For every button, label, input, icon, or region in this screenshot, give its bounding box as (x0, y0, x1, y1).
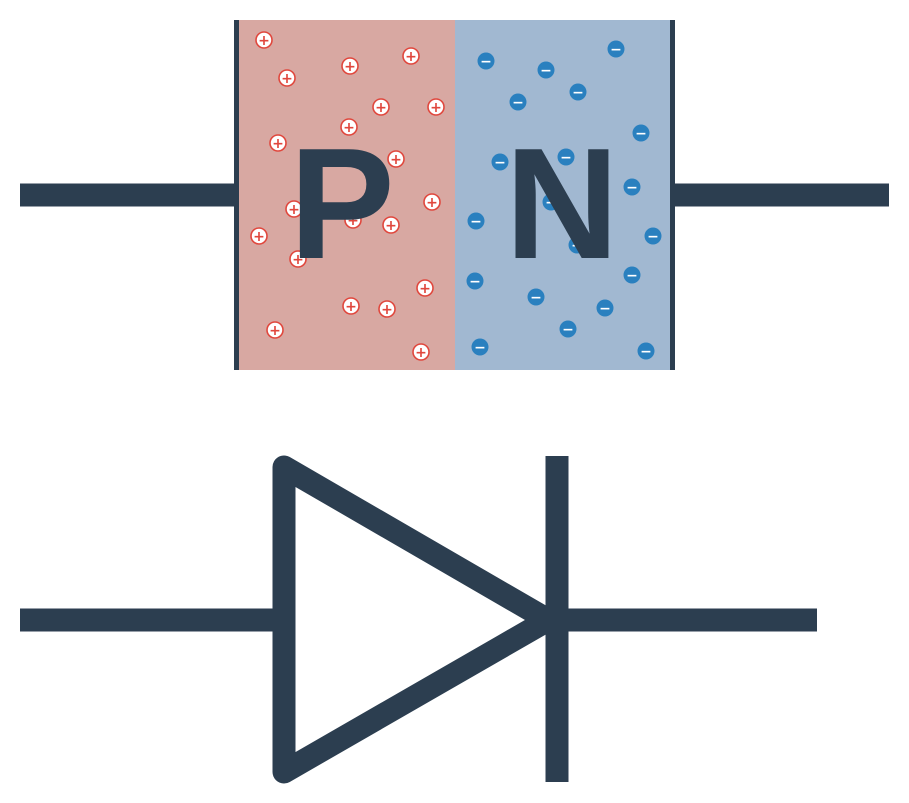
hole-carrier (285, 200, 303, 218)
hole-plus-sign: + (344, 59, 356, 75)
electron-minus-sign: − (512, 95, 524, 111)
electron-minus-sign: − (560, 150, 572, 166)
electron-carrier (477, 52, 495, 70)
hole-carrier (289, 250, 307, 268)
hole-carrier (250, 227, 268, 245)
hole-plus-sign: + (347, 213, 359, 229)
hole-plus-sign: + (253, 229, 265, 245)
electron-carrier (559, 320, 577, 338)
electron-carrier (623, 266, 641, 284)
hole-carrier (278, 69, 296, 87)
electron-carriers: −−−−−−−−−−−−−−−−−−−− (466, 40, 662, 360)
electron-minus-sign: − (640, 344, 652, 360)
hole-plus-sign: + (343, 120, 355, 136)
hole-plus-sign: + (426, 195, 438, 211)
electron-carrier (568, 236, 586, 254)
electron-minus-sign: − (545, 195, 557, 211)
electron-minus-sign: − (571, 238, 583, 254)
anode-triangle (272, 455, 560, 784)
hole-plus-sign: + (419, 281, 431, 297)
electron-minus-sign: − (647, 229, 659, 245)
hole-plus-sign: + (269, 323, 281, 339)
electron-minus-sign: − (470, 214, 482, 230)
hole-carrier (412, 343, 430, 361)
hole-carrier (342, 297, 360, 315)
pn-junction-block: ++++++++++++++++++++ −−−−−−−−−−−−−−−−−−−… (20, 20, 889, 370)
hole-plus-sign: + (375, 100, 387, 116)
electron-carrier (509, 93, 527, 111)
hole-carriers: + + + + + + + + + + + + + + + + + + + + (250, 31, 445, 361)
hole-carrier (344, 211, 362, 229)
electron-minus-sign: − (572, 85, 584, 101)
hole-plus-sign: + (258, 33, 270, 49)
hole-carrier (372, 98, 390, 116)
electron-carrier (491, 153, 509, 171)
electron-minus-sign: − (626, 268, 638, 284)
electron-minus-sign: − (469, 274, 481, 290)
electron-carrier (527, 288, 545, 306)
hole-carrier (387, 150, 405, 168)
electron-minus-sign: − (474, 340, 486, 356)
electron-carrier (467, 212, 485, 230)
hole-plus-sign: + (430, 100, 442, 116)
n-region-label: N (505, 116, 619, 292)
hole-plus-sign: + (415, 345, 427, 361)
electron-carrier (632, 124, 650, 142)
electron-minus-sign: − (626, 180, 638, 196)
hole-carrier (255, 31, 273, 49)
electron-minus-sign: − (494, 155, 506, 171)
hole-carrier (416, 279, 434, 297)
electron-carrier (623, 178, 641, 196)
hole-plus-sign: + (381, 302, 393, 318)
n-terminal-edge (670, 20, 675, 370)
hole-plus-sign: + (281, 71, 293, 87)
hole-plus-sign: + (288, 202, 300, 218)
p-region-label: P (289, 116, 394, 292)
electron-carrier (466, 272, 484, 290)
hole-carrier (402, 47, 420, 65)
electron-carrier (596, 299, 614, 317)
electron-minus-sign: − (635, 126, 647, 142)
electron-carrier (537, 61, 555, 79)
diode-symbol (20, 455, 817, 784)
electron-minus-sign: − (610, 42, 622, 58)
hole-carrier (266, 321, 284, 339)
electron-carrier (471, 338, 489, 356)
electron-carrier (569, 83, 587, 101)
electron-carrier (644, 227, 662, 245)
electron-minus-sign: − (480, 54, 492, 70)
hole-carrier (423, 193, 441, 211)
hole-carrier (378, 300, 396, 318)
hole-plus-sign: + (385, 218, 397, 234)
electron-carrier (542, 193, 560, 211)
hole-plus-sign: + (292, 252, 304, 268)
hole-plus-sign: + (390, 152, 402, 168)
hole-plus-sign: + (345, 299, 357, 315)
electron-carrier (637, 342, 655, 360)
electron-minus-sign: − (562, 322, 574, 338)
hole-carrier (341, 57, 359, 75)
electron-carrier (607, 40, 625, 58)
hole-carrier (427, 98, 445, 116)
electron-minus-sign: − (599, 301, 611, 317)
n-region (455, 20, 672, 370)
electron-carrier (557, 148, 575, 166)
hole-carrier (269, 134, 287, 152)
hole-plus-sign: + (272, 136, 284, 152)
hole-carrier (340, 118, 358, 136)
electron-minus-sign: − (540, 63, 552, 79)
hole-plus-sign: + (405, 49, 417, 65)
electron-minus-sign: − (530, 290, 542, 306)
hole-carrier (382, 216, 400, 234)
p-terminal-edge (234, 20, 239, 370)
